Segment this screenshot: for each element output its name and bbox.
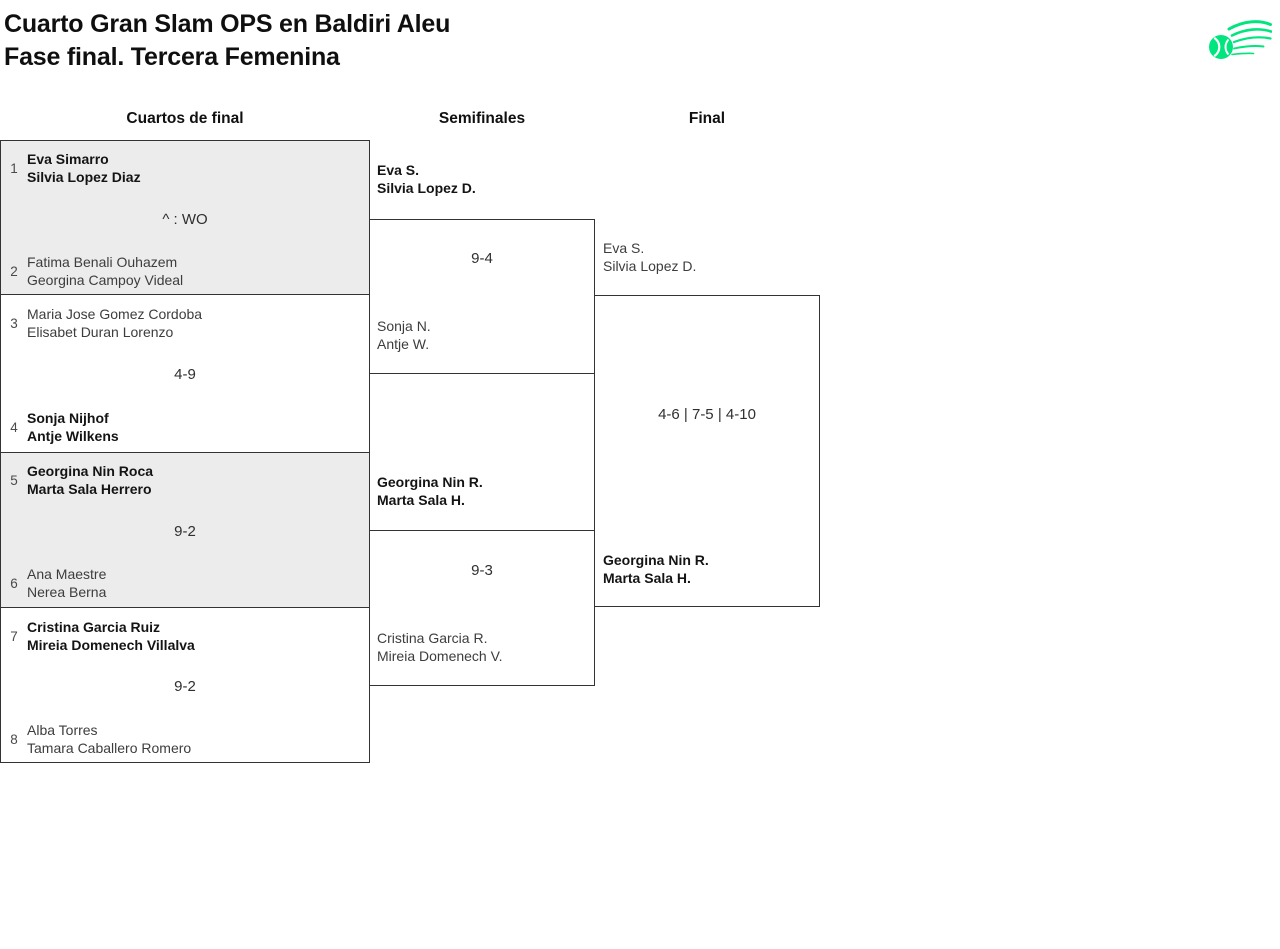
- seed-number: 2: [10, 263, 18, 279]
- player-name: Antje Wilkens: [27, 428, 119, 444]
- seed-number: 6: [10, 575, 18, 591]
- match-score: 4-6 | 7-5 | 4-10: [658, 406, 756, 423]
- match-final-box: 4-6 | 7-5 | 4-10: [594, 295, 820, 607]
- team-names: Fatima Benali Ouhazem Georgina Campoy Vi…: [27, 253, 183, 289]
- team-names: Eva Simarro Silvia Lopez Diaz: [27, 150, 141, 186]
- player-name: Cristina Garcia Ruiz: [27, 619, 161, 635]
- team-names: Cristina Garcia Ruiz Mireia Domenech Vil…: [27, 618, 195, 654]
- player-name: Fatima Benali Ouhazem: [27, 254, 178, 270]
- team-names: Georgina Nin Roca Marta Sala Herrero: [27, 462, 153, 498]
- player-name: Nerea Berna: [27, 584, 107, 600]
- match-quarterfinal-4: 7 Cristina Garcia Ruiz Mireia Domenech V…: [1, 608, 369, 762]
- player-name: Cristina Garcia R.: [377, 630, 488, 646]
- player-name: Mireia Domenech V.: [377, 648, 503, 664]
- team-names: Sonja Nijhof Antje Wilkens: [27, 409, 119, 445]
- player-name: Eva Simarro: [27, 151, 109, 167]
- match-score: ^ : WO: [162, 211, 208, 228]
- page-title: Cuarto Gran Slam OPS en Baldiri Aleu Fas…: [4, 8, 450, 74]
- player-name: Sonja N.: [377, 318, 431, 334]
- match-semifinal-2-box: 9-3: [369, 530, 595, 686]
- seed-number: 7: [10, 628, 18, 644]
- player-name: Georgina Nin R.: [603, 552, 709, 568]
- match-quarterfinal-3: 5 Georgina Nin Roca Marta Sala Herrero 9…: [1, 453, 369, 608]
- player-name: Georgina Campoy Videal: [27, 272, 184, 288]
- player-name: Tamara Caballero Romero: [27, 740, 192, 756]
- player-name: Silvia Lopez D.: [377, 180, 476, 196]
- match-score: 4-9: [174, 366, 196, 383]
- player-name: Ana Maestre: [27, 566, 107, 582]
- team-names: Alba Torres Tamara Caballero Romero: [27, 721, 191, 757]
- player-name: Eva S.: [377, 162, 420, 178]
- player-name: Georgina Nin R.: [377, 474, 483, 490]
- player-name: Georgina Nin Roca: [27, 463, 154, 479]
- team-names: Ana Maestre Nerea Berna: [27, 565, 106, 601]
- team-names: Eva S. Silvia Lopez D.: [603, 239, 696, 275]
- player-name: Silvia Lopez D.: [603, 258, 697, 274]
- team-names: Maria Jose Gomez Cordoba Elisabet Duran …: [27, 305, 202, 341]
- seed-number: 3: [10, 315, 18, 331]
- round-header-final: Final: [688, 110, 726, 127]
- team-names: Eva S. Silvia Lopez D.: [377, 161, 476, 197]
- team-names: Georgina Nin R. Marta Sala H.: [603, 551, 709, 587]
- tennis-ball-swoosh-logo: [1209, 20, 1272, 59]
- seed-number: 1: [10, 160, 18, 176]
- team-names: Sonja N. Antje W.: [377, 317, 431, 353]
- player-name: Maria Jose Gomez Cordoba: [27, 306, 203, 322]
- player-name: Sonja Nijhof: [27, 410, 109, 426]
- quarterfinals-column: 1 Eva Simarro Silvia Lopez Diaz ^ : WO 2…: [0, 140, 370, 763]
- player-name: Marta Sala Herrero: [27, 481, 152, 497]
- match-quarterfinal-2: 3 Maria Jose Gomez Cordoba Elisabet Dura…: [1, 295, 369, 453]
- seed-number: 8: [10, 731, 18, 747]
- team-names: Cristina Garcia R. Mireia Domenech V.: [377, 629, 503, 665]
- seed-number: 5: [10, 472, 18, 488]
- player-name: Mireia Domenech Villalva: [27, 637, 195, 653]
- player-name: Marta Sala H.: [377, 492, 465, 508]
- player-name: Eva S.: [603, 240, 645, 256]
- match-score: 9-4: [471, 250, 493, 267]
- page-title-line2: Fase final. Tercera Femenina: [4, 43, 340, 71]
- seed-number: 4: [10, 419, 18, 435]
- player-name: Silvia Lopez Diaz: [27, 169, 141, 185]
- page-title-line1: Cuarto Gran Slam OPS en Baldiri Aleu: [4, 10, 451, 38]
- player-name: Elisabet Duran Lorenzo: [27, 324, 174, 340]
- match-score: 9-2: [174, 678, 196, 695]
- match-quarterfinal-1: 1 Eva Simarro Silvia Lopez Diaz ^ : WO 2…: [1, 141, 369, 295]
- round-header-semifinals: Semifinales: [438, 110, 526, 127]
- player-name: Marta Sala H.: [603, 570, 691, 586]
- match-score: 9-3: [471, 562, 493, 579]
- round-header-quarterfinals: Cuartos de final: [126, 110, 244, 127]
- match-score: 9-2: [174, 523, 196, 540]
- player-name: Alba Torres: [27, 722, 98, 738]
- team-names: Georgina Nin R. Marta Sala H.: [377, 473, 483, 509]
- player-name: Antje W.: [377, 336, 430, 352]
